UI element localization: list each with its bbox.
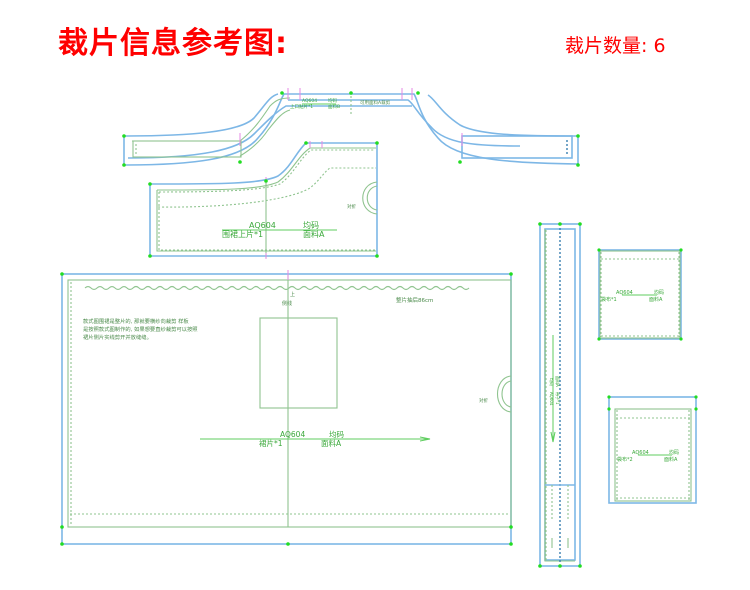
fabric-label: 面料A	[555, 376, 561, 387]
pocket-placement	[259, 317, 338, 409]
grain-size: 均码	[329, 429, 344, 439]
fabric-note: 可用面料A裁剪	[360, 99, 391, 106]
fabric-label: 面料A	[649, 296, 663, 303]
fabric-label: 面料A	[321, 438, 342, 448]
grain-style: AQ604	[549, 392, 554, 406]
fold-hole-label: 对折	[479, 397, 488, 404]
grain-style: AQ604	[249, 221, 276, 230]
fabric-label: 面料A	[303, 229, 325, 239]
page-title: 裁片信息参考图:	[58, 26, 288, 61]
piece-name: 带子*1	[555, 392, 561, 405]
fabric-label: 面料B	[328, 103, 340, 110]
length-note: 整片抽后86cm	[396, 296, 433, 304]
cut-line	[149, 142, 378, 257]
piece-name: 围裙上片*1	[222, 229, 263, 239]
piece-strap[interactable]: AQ604 均码 带子*1 面料A	[538, 222, 582, 568]
seam-line	[599, 250, 681, 339]
grain-size: 均码	[328, 97, 337, 104]
piece-pocket-1[interactable]: AQ604 均码 袋布*1 面料A	[597, 248, 683, 341]
seam-line	[67, 279, 512, 528]
note-line-2: 是按照款式图制作的, 如果想要直纱裁剪可以按照	[83, 325, 198, 333]
piece-skirt[interactable]: 上 侧线 整片抽后86cm 款式图围裙是整片的, 那就要横纱向裁剪 样板 是按照…	[60, 270, 513, 546]
cut-line	[123, 93, 579, 166]
fold-hole-label: 对折	[347, 203, 356, 210]
piece-name: 袋布*2	[617, 456, 633, 463]
cut-line	[608, 396, 697, 504]
fabric-label: 面料A	[664, 456, 678, 463]
piece-name: 袋布*1	[601, 296, 617, 303]
cut-line	[598, 249, 682, 340]
grain-size: 均码	[654, 289, 664, 296]
stitch-box-left	[132, 140, 242, 158]
piece-name: 上口贴片*1	[290, 103, 313, 110]
cut-line-inner	[123, 93, 279, 137]
seam-line	[132, 97, 291, 142]
stitch-box-right	[461, 135, 573, 159]
side-line-label: 侧线	[282, 300, 292, 307]
grain-style: AQ604	[302, 98, 317, 104]
grain-style: AQ604	[280, 430, 305, 439]
grain-size: 均码	[669, 449, 679, 456]
grain-size: 均码	[549, 378, 555, 386]
gather-line	[84, 285, 470, 291]
piece-pocket-2[interactable]: AQ604 均码 袋布*2 面料A	[607, 395, 698, 504]
grain-size: 均码	[303, 220, 319, 230]
cut-line	[61, 273, 512, 545]
piece-count: 裁片数量: 6	[565, 35, 666, 57]
piece-waistband-curved[interactable]: AQ604 均码 上口贴片*1 面料B 可用面料A裁剪	[122, 88, 580, 167]
note-line-1: 款式图围裙是整片的, 那就要横纱向裁剪 样板	[83, 317, 189, 325]
seam-line	[614, 408, 692, 502]
seam-line	[156, 147, 376, 252]
note-line-3: 裙片侧片实线剪开并放缝缝。	[83, 333, 152, 341]
top-mark: 上	[290, 291, 295, 298]
grain-style: AQ604	[632, 450, 649, 456]
piece-apron-top[interactable]: 对折 AQ604 均码 围裙上片*1 面料A	[148, 141, 379, 259]
piece-name: 裙片*1	[259, 438, 283, 448]
grain-style: AQ604	[616, 290, 633, 296]
